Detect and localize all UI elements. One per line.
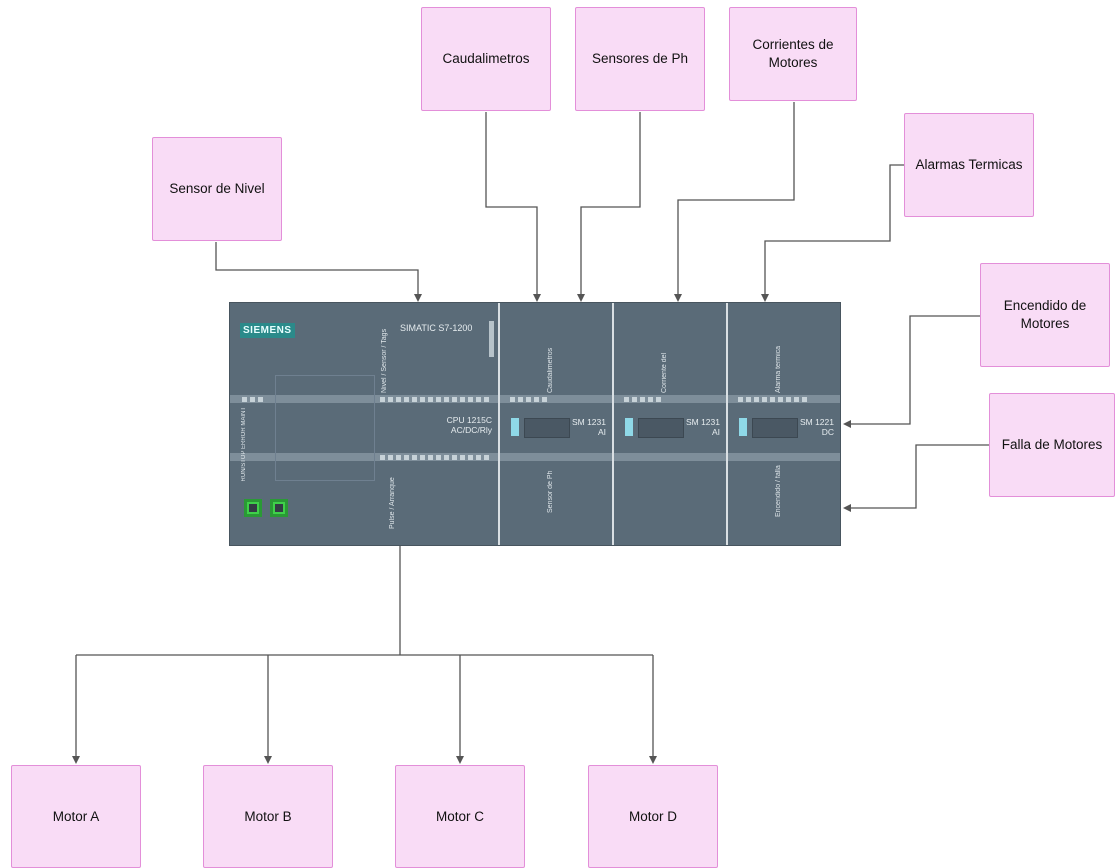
motor-c-box[interactable]: Motor C (395, 765, 525, 868)
sm1231-ai-module-1: Caudalimetros SM 1231 AI Sensor de Ph (500, 303, 614, 545)
cpu-input-leds (380, 397, 489, 402)
cpu-model-label: CPU 1215C AC/DC/Rly (430, 415, 492, 435)
module2-label: SM 1231 AI (668, 417, 720, 437)
status-leds (242, 397, 263, 402)
module3-line1: SM 1221 (799, 417, 834, 427)
motor-b-box[interactable]: Motor B (203, 765, 333, 868)
motor-a-label: Motor A (52, 808, 100, 824)
cpu-output-tags: Pulse / Arranque (389, 477, 396, 529)
ethernet-port-1-icon[interactable] (244, 499, 262, 517)
sensores-ph-box[interactable]: Sensores de Ph (575, 7, 705, 111)
module1-label: SM 1231 AI (554, 417, 606, 437)
sm1231-ai-module-2: Corriente del SM 1231 AI (614, 303, 728, 545)
motor-d-label: Motor D (628, 808, 677, 824)
wire-alarmas (761, 164, 904, 302)
module1-input-tags: Caudalimetros (547, 347, 554, 393)
module1-leds (510, 397, 547, 402)
module1-line2: AI (597, 427, 606, 437)
module3-label: SM 1221 DC (782, 417, 834, 437)
module2-line1: SM 1231 (685, 417, 720, 427)
cpu-model-line1: CPU 1215C (446, 415, 492, 425)
alarmas-label: Alarmas Termicas (915, 157, 1023, 173)
motor-a-box[interactable]: Motor A (11, 765, 141, 868)
cpu-model-line2: AC/DC/Rly (450, 425, 492, 435)
encendido-label: Encendido de Motores (1003, 298, 1087, 331)
wire-caudalimetros (485, 112, 541, 302)
plc-stripe-bottom (230, 453, 840, 461)
cpu-module: SIEMENS SIMATIC S7-1200 RUN/STOP ERROR M… (230, 303, 500, 545)
falla-box[interactable]: Falla de Motores (989, 393, 1115, 497)
wire-falla (843, 444, 990, 512)
plc-indicator-bar (489, 321, 494, 357)
plc-model-label: SIMATIC S7-1200 (400, 323, 473, 333)
module2-leds (624, 397, 661, 402)
module3-status-led (739, 418, 747, 436)
caudalimetros-box[interactable]: Caudalimetros (421, 7, 551, 111)
alarmas-box[interactable]: Alarmas Termicas (904, 113, 1034, 217)
module1-line1: SM 1231 (571, 417, 606, 427)
corrientes-box[interactable]: Corrientes de Motores (729, 7, 857, 101)
plc-device: SIEMENS SIMATIC S7-1200 RUN/STOP ERROR M… (229, 302, 841, 546)
sm1221-dc-module: Alarma termica SM 1221 DC Encendido / fa… (728, 303, 840, 545)
wire-sensor-nivel (215, 242, 422, 302)
motor-b-label: Motor B (244, 808, 292, 824)
module3-output-tags: Encendido / falla (775, 465, 782, 517)
corrientes-label: Corrientes de Motores (752, 37, 834, 70)
motor-c-label: Motor C (435, 808, 484, 824)
falla-label: Falla de Motores (1001, 437, 1103, 453)
caudalimetros-label: Caudalimetros (442, 51, 530, 67)
status-leds-label: RUN/STOP ERROR MAINT (241, 407, 247, 482)
cpu-window (275, 375, 375, 481)
module1-status-led (511, 418, 519, 436)
module2-input-tags: Corriente del (661, 352, 668, 393)
siemens-logo: SIEMENS (240, 323, 295, 338)
module3-slot (752, 418, 798, 438)
sensor-nivel-label: Sensor de Nivel (169, 181, 265, 197)
wire-corrientes (674, 102, 795, 302)
cpu-input-tags: Nivel / Sensor / Tags (381, 328, 388, 393)
sensores-ph-label: Sensores de Ph (591, 51, 689, 67)
module2-slot (638, 418, 684, 438)
wire-sensores-ph (577, 112, 641, 302)
motor-d-box[interactable]: Motor D (588, 765, 718, 868)
module1-output-tags: Sensor de Ph (547, 470, 554, 513)
wire-motor-trunk (76, 546, 653, 656)
module3-input-tags: Alarma termica (775, 345, 782, 393)
ethernet-port-2-icon[interactable] (270, 499, 288, 517)
sensor-nivel-box[interactable]: Sensor de Nivel (152, 137, 282, 241)
wire-encendido (843, 315, 980, 428)
cpu-output-leds (380, 455, 489, 460)
module3-line2: DC (821, 427, 834, 437)
encendido-box[interactable]: Encendido de Motores (980, 263, 1110, 367)
module3-leds (738, 397, 807, 402)
module1-slot (524, 418, 570, 438)
module2-status-led (625, 418, 633, 436)
module2-line2: AI (711, 427, 720, 437)
